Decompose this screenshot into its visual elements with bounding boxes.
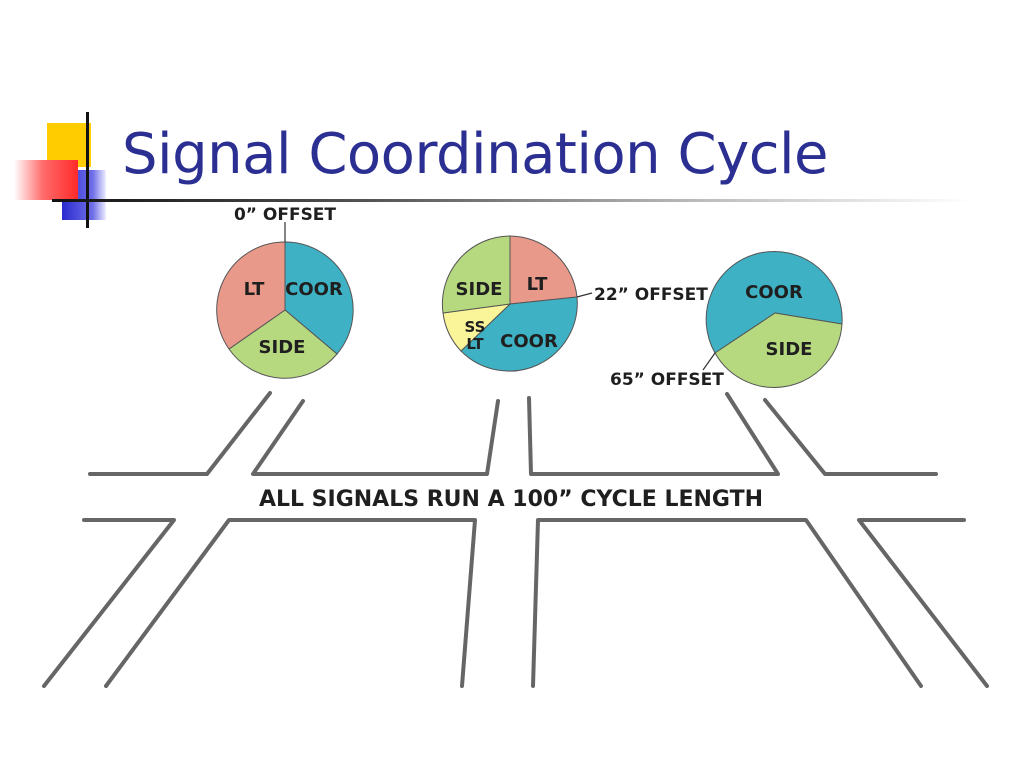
signal-1-lt-slice [216, 241, 286, 350]
signal-2-sslt-lt-label: LT [466, 335, 484, 353]
signal-3-coor-slice [705, 250, 843, 354]
signal-1-phase-diagram [216, 241, 354, 379]
road-edge [531, 518, 923, 688]
signal-1-coor-label: COOR [285, 279, 343, 300]
road-edge [527, 392, 780, 476]
title-underline [52, 199, 972, 202]
road-edge [104, 518, 477, 688]
signal-1-coor-slice [284, 241, 354, 355]
road-edge [42, 518, 176, 688]
road-network [42, 391, 989, 688]
deco-red-square [14, 160, 78, 200]
signal-1-lt-label: LT [244, 279, 265, 300]
road-edge [857, 518, 989, 688]
signal-2-lt-slice [509, 235, 578, 305]
signal-1-side-slice [228, 309, 338, 379]
signal-2-offset-label: 22” OFFSET [594, 285, 708, 305]
signal-3-phase-diagram [705, 250, 843, 388]
signal-3-side-label: SIDE [766, 339, 813, 360]
signal-2-phase-diagram [441, 235, 578, 372]
signal-3-side-slice [714, 312, 843, 388]
signal-2-lt-label: LT [527, 274, 548, 295]
signal-2-offset-leader [576, 292, 593, 298]
deco-yellow-square [47, 123, 91, 167]
signal-2-ss-label: SS [465, 318, 486, 336]
signal-1-side-label: SIDE [259, 337, 306, 358]
signal-3-offset-leader [702, 352, 716, 371]
signal-2-coor-slice [460, 296, 578, 372]
signal-1-offset-label: 0” OFFSET [234, 205, 336, 225]
signal-2-side-label: SIDE [456, 279, 503, 300]
road-edge [763, 398, 938, 476]
signal-3-coor-label: COOR [745, 282, 803, 303]
cycle-length-label: ALL SIGNALS RUN A 100” CYCLE LENGTH [259, 487, 763, 512]
deco-vertical-line [86, 112, 89, 228]
signal-2-coor-label: COOR [500, 331, 558, 352]
road-edge [251, 399, 500, 476]
road-edge [88, 391, 272, 476]
signal-2-side-slice [441, 235, 511, 314]
slide-title: Signal Coordination Cycle [122, 122, 829, 187]
signal-3-offset-label: 65” OFFSET [610, 370, 724, 390]
